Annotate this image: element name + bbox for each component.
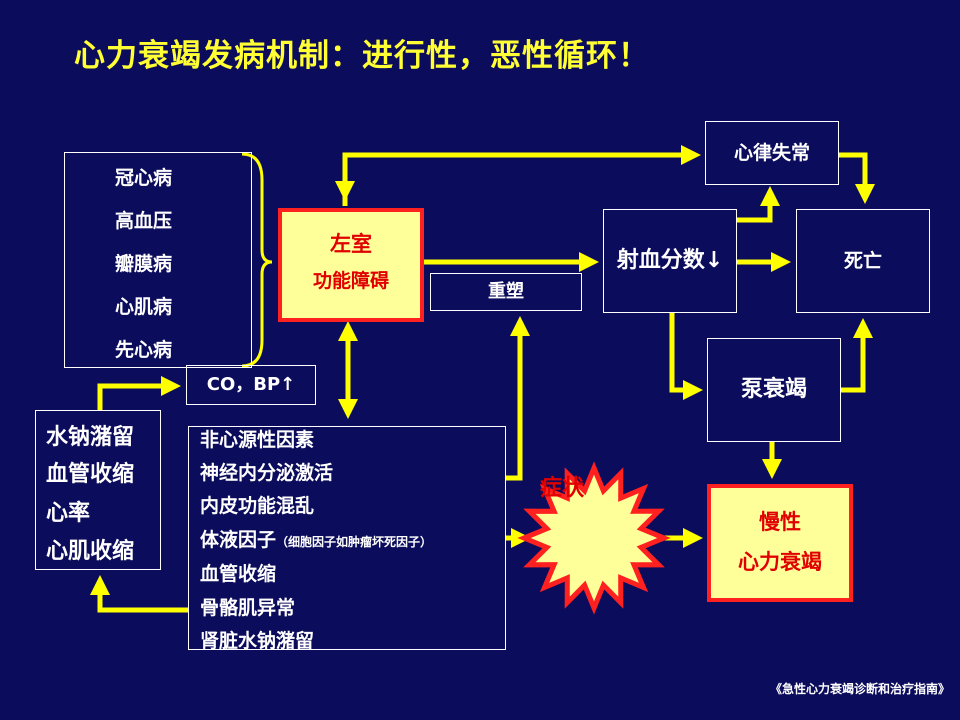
remodeling-box: 重塑 xyxy=(430,273,582,311)
chronic-hf-box: 慢性 心力衰竭 xyxy=(707,484,853,602)
cause-brace xyxy=(241,152,273,368)
factor-humoral: 体液因子 xyxy=(200,529,277,551)
compensation-item: 水钠潴留 xyxy=(46,425,135,450)
factor-item: 血管收缩 xyxy=(200,563,277,585)
arrow-lv-to-arrhythmia xyxy=(342,145,701,206)
cause-list: 冠心病 高血压 瓣膜病 心肌病 先心病 xyxy=(64,152,252,368)
cause-item: 心肌病 xyxy=(115,296,173,318)
noncardiac-factors-box: 非心源性因素 神经内分泌激活 内皮功能混乱 体液因子（细胞因子如肿瘤坏死因子） … xyxy=(188,426,506,652)
cause-item: 冠心病 xyxy=(115,167,173,189)
factor-item: 体液因子（细胞因子如肿瘤坏死因子） xyxy=(200,525,432,552)
factor-item: 骨骼肌异常 xyxy=(200,597,296,619)
pump-failure-box: 泵衰竭 xyxy=(707,338,841,442)
factor-item: 非心源性因素 xyxy=(200,429,315,451)
symptoms-label: 症状 xyxy=(540,476,585,501)
page-title: 心力衰竭发病机制：进行性，恶性循环！ xyxy=(74,38,650,74)
symptom-starburst xyxy=(517,461,671,615)
lv-dysfunction-line2: 功能障碍 xyxy=(312,270,389,292)
compensation-item: 心肌收缩 xyxy=(46,539,135,564)
chronic-hf-line2: 心力衰竭 xyxy=(738,550,822,574)
arrow-arrhythmia-to-death xyxy=(839,152,875,204)
factor-humoral-note: （细胞因子如肿瘤坏死因子） xyxy=(276,535,433,549)
compensation-box: 水钠潴留 血管收缩 心率 心肌收缩 xyxy=(35,410,161,570)
cause-item: 瓣膜病 xyxy=(115,253,173,275)
arrow-factors-to-remodel xyxy=(506,316,530,481)
chronic-hf-line1: 慢性 xyxy=(759,510,801,534)
arrow-loop-back-to-lv xyxy=(335,152,355,201)
death-box: 死亡 xyxy=(796,209,930,313)
ejection-fraction-box: 射血分数↓ xyxy=(603,209,737,313)
arrhythmia-box: 心律失常 xyxy=(705,121,839,185)
compensation-item: 血管收缩 xyxy=(46,462,135,487)
reference-note: 《急性心力衰竭诊断和治疗指南》 xyxy=(769,682,950,696)
lv-dysfunction-box: 左室 功能障碍 xyxy=(278,208,424,322)
arrow-ef-to-arrhythmia xyxy=(737,186,780,223)
factor-item: 内皮功能混乱 xyxy=(200,495,315,517)
cause-item: 高血压 xyxy=(115,210,173,232)
arrow-compensation-to-cobp xyxy=(97,376,181,410)
factor-item: 肾脏水钠潴留 xyxy=(200,630,315,652)
arrow-factors-to-compensation xyxy=(90,575,188,613)
arrow-pump-to-death xyxy=(841,318,873,393)
cause-item: 先心病 xyxy=(115,339,173,361)
compensation-item: 心率 xyxy=(46,501,91,526)
lv-dysfunction-line1: 左室 xyxy=(330,232,372,256)
co-bp-box: CO，BP↑ xyxy=(186,365,316,405)
arrow-ef-to-pump xyxy=(669,313,703,400)
factor-item: 神经内分泌激活 xyxy=(200,462,334,484)
